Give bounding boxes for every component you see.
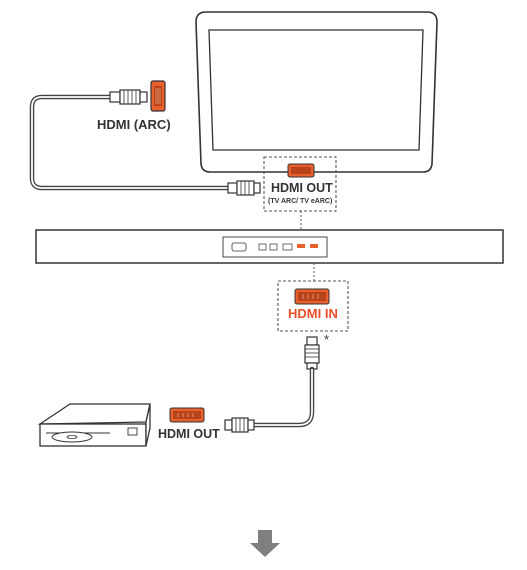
media-player (37, 403, 151, 447)
player-hdmi-cable (249, 366, 315, 428)
tv-hdmi-arc-label: HDMI (ARC) (97, 117, 171, 132)
player-cable-connector (224, 417, 255, 433)
hdmi-in-callout-box (277, 280, 349, 332)
hdmi-out-callout-box (263, 156, 337, 212)
arrow-down-icon (250, 530, 280, 557)
soundbar-hdmi-in-label: HDMI IN (288, 306, 338, 321)
soundbar-hdmi-out-sublabel: (TV ARC/ TV eARC) (268, 198, 333, 205)
soundbar-out-cable-connector (227, 180, 261, 196)
tv (195, 11, 438, 173)
connector-asterisk: * (324, 332, 330, 347)
soundbar-hdmi-in-port (294, 288, 330, 305)
soundbar-hdmi-out-label: HDMI OUT (271, 181, 333, 195)
player-hdmi-out-port (169, 407, 205, 423)
hdmi-in-cable-connector (304, 336, 320, 370)
tv-cable-connector (109, 89, 148, 105)
soundbar-hdmi-out-port (287, 163, 315, 178)
player-hdmi-out-label: HDMI OUT (158, 427, 220, 441)
tv-hdmi-arc-port (150, 80, 166, 112)
soundbar (35, 229, 504, 264)
